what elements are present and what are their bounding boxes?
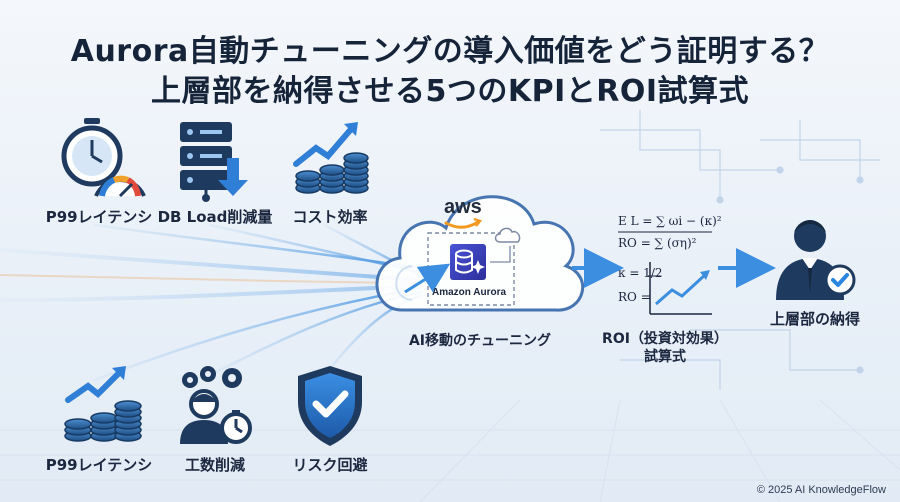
kpi-label-cost-efficiency: コスト効率 [292, 208, 368, 226]
inbound-arrow [404, 263, 451, 294]
aurora-service-name: Amazon Aurora [432, 287, 507, 298]
small-cloud-icon [490, 227, 521, 263]
kpi-label-p99-latency-bottom: P99レイテンシ [45, 456, 153, 474]
kpi-label-p99-latency: P99レイテンシ [45, 208, 153, 226]
executive-label: 上層部の納得 [769, 310, 860, 328]
roi-caption-line2: 試算式 [644, 349, 686, 365]
roi-caption-line1: ROI（投資対効果） [602, 331, 728, 347]
kpi-label-db-load: DB Load削減量 [157, 208, 273, 226]
roi-formula-line2: RO = ∑ (ση)² [618, 236, 697, 250]
executive-icon [776, 220, 844, 300]
background-grid [0, 399, 900, 502]
server-down-icon [180, 122, 248, 202]
checkmark-badge-icon [824, 264, 856, 296]
roi-formula-line4: RO = [618, 290, 651, 304]
circuit-lines [600, 110, 880, 390]
main-title-line1: Aurora自動チューニングの導入価値をどう証明する？ [70, 34, 830, 69]
kpi-label-risk-avoidance: リスク回避 [292, 456, 368, 474]
roi-formula-line3: κ = 1/2 [618, 266, 663, 280]
shield-check-icon [298, 366, 362, 446]
engineer-gears-icon [180, 366, 252, 444]
formula-divider [618, 231, 712, 277]
coins-growth-icon [293, 122, 369, 194]
aws-logo-text: aws [444, 196, 482, 218]
main-title-line2: 上層部を納得させる5つのKPIとROI試算式 [150, 74, 750, 109]
data-flow-streams [0, 223, 422, 382]
coins-growth-icon [64, 366, 142, 442]
roi-mini-graph [649, 262, 712, 315]
aws-logo-smile [444, 217, 483, 229]
stopwatch-gauge-icon [61, 118, 146, 198]
aurora-service-box [427, 232, 515, 306]
roi-formula-line1: E L = ∑ ωi − (κ)² [618, 214, 722, 228]
cloud-caption: AI移動のチューニング [408, 333, 552, 349]
footer-copyright: © 2025 AI KnowledgeFlow [756, 484, 886, 496]
kpi-label-effort-reduction: 工数削減 [184, 456, 245, 474]
